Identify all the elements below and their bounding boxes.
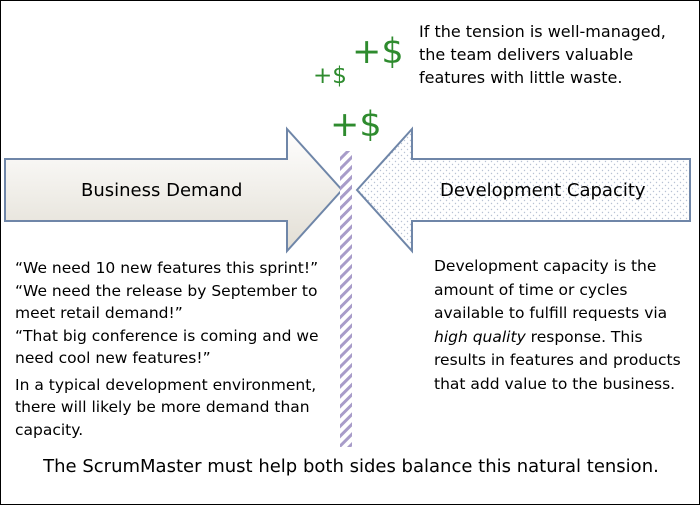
tension-pole: [340, 151, 352, 447]
quote-features: “We need 10 new features this sprint!”: [15, 259, 319, 277]
capacity-text-end: response. This results in features and p…: [434, 327, 681, 393]
large-plus-dollar-symbol: +$: [352, 32, 404, 72]
center-plus-dollar-symbol: +$: [330, 105, 382, 145]
development-capacity-description: Development capacity is the amount of ti…: [434, 255, 699, 396]
business-demand-quotes: “We need 10 new features this sprint!” “…: [15, 257, 335, 441]
capacity-text-emphasis: high quality: [434, 327, 526, 346]
conclusion-text: The ScrumMaster must help both sides bal…: [43, 456, 659, 477]
development-capacity-arrow: [355, 126, 691, 254]
top-note: If the tension is well-managed, the team…: [419, 22, 666, 87]
demand-paragraph: In a typical development environment, th…: [15, 375, 317, 439]
capacity-text-start: Development capacity is the amount of ti…: [434, 257, 668, 322]
quote-release: “We need the release by September to mee…: [15, 281, 318, 323]
quote-conference: “That big conference is coming and we ne…: [15, 326, 319, 368]
development-capacity-label: Development Capacity: [440, 180, 646, 201]
business-demand-arrow: [4, 126, 344, 254]
small-plus-dollar-symbol: +$: [313, 63, 347, 89]
business-demand-label: Business Demand: [81, 180, 243, 201]
